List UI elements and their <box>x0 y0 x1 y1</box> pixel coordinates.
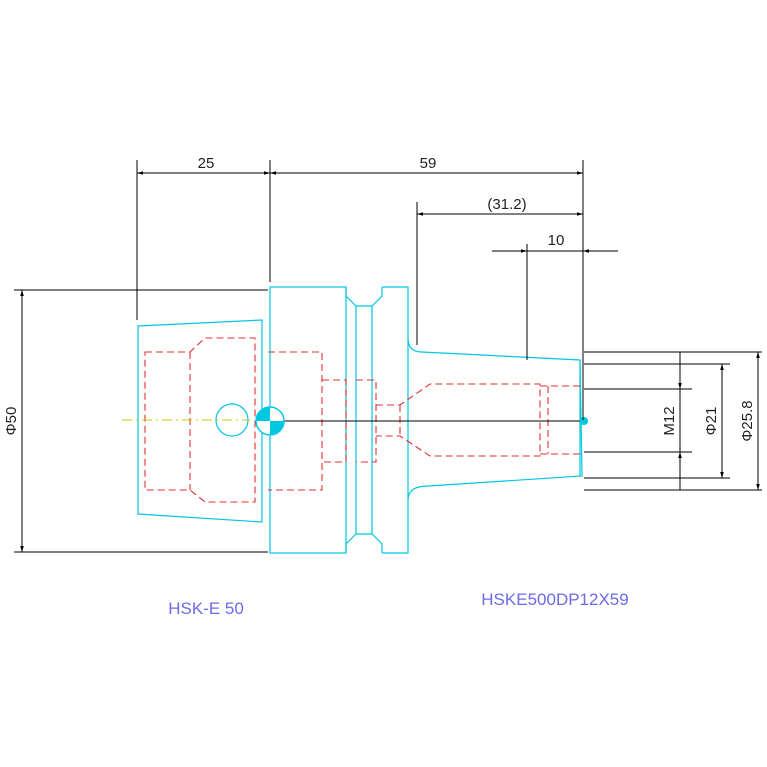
step-bore-hidden <box>322 379 347 463</box>
nose-body <box>407 337 583 501</box>
collet-bore-hidden <box>376 383 541 457</box>
datum-symbol <box>255 406 285 436</box>
thread-bore-hidden <box>540 385 580 455</box>
dim-59-text: 59 <box>420 155 437 172</box>
rear-collar <box>382 286 409 554</box>
hsk-bore-hidden <box>144 337 256 503</box>
vertical-dimensions: Φ50 M12 Φ21 Φ25.8 <box>3 289 762 553</box>
dim-31-text: (31.2) <box>487 196 526 213</box>
interface-label: HSK-E 50 <box>168 599 244 618</box>
v-groove <box>345 287 383 553</box>
dim-d50-text: Φ50 <box>3 407 20 436</box>
hsk-taper-shank <box>137 319 263 523</box>
part-number-label: HSKE500DP12X59 <box>481 590 628 609</box>
dim-10-text: 10 <box>548 232 565 249</box>
nose-center-mark <box>580 417 588 425</box>
dim-25-text: 25 <box>198 155 215 172</box>
dim-d25-8-text: Φ25.8 <box>739 400 756 441</box>
dim-m12-text: M12 <box>661 406 678 435</box>
dim-d21-text: Φ21 <box>703 407 720 436</box>
axis <box>122 406 588 436</box>
horizontal-dimensions: 25 59 (31.2) 10 <box>136 155 618 420</box>
